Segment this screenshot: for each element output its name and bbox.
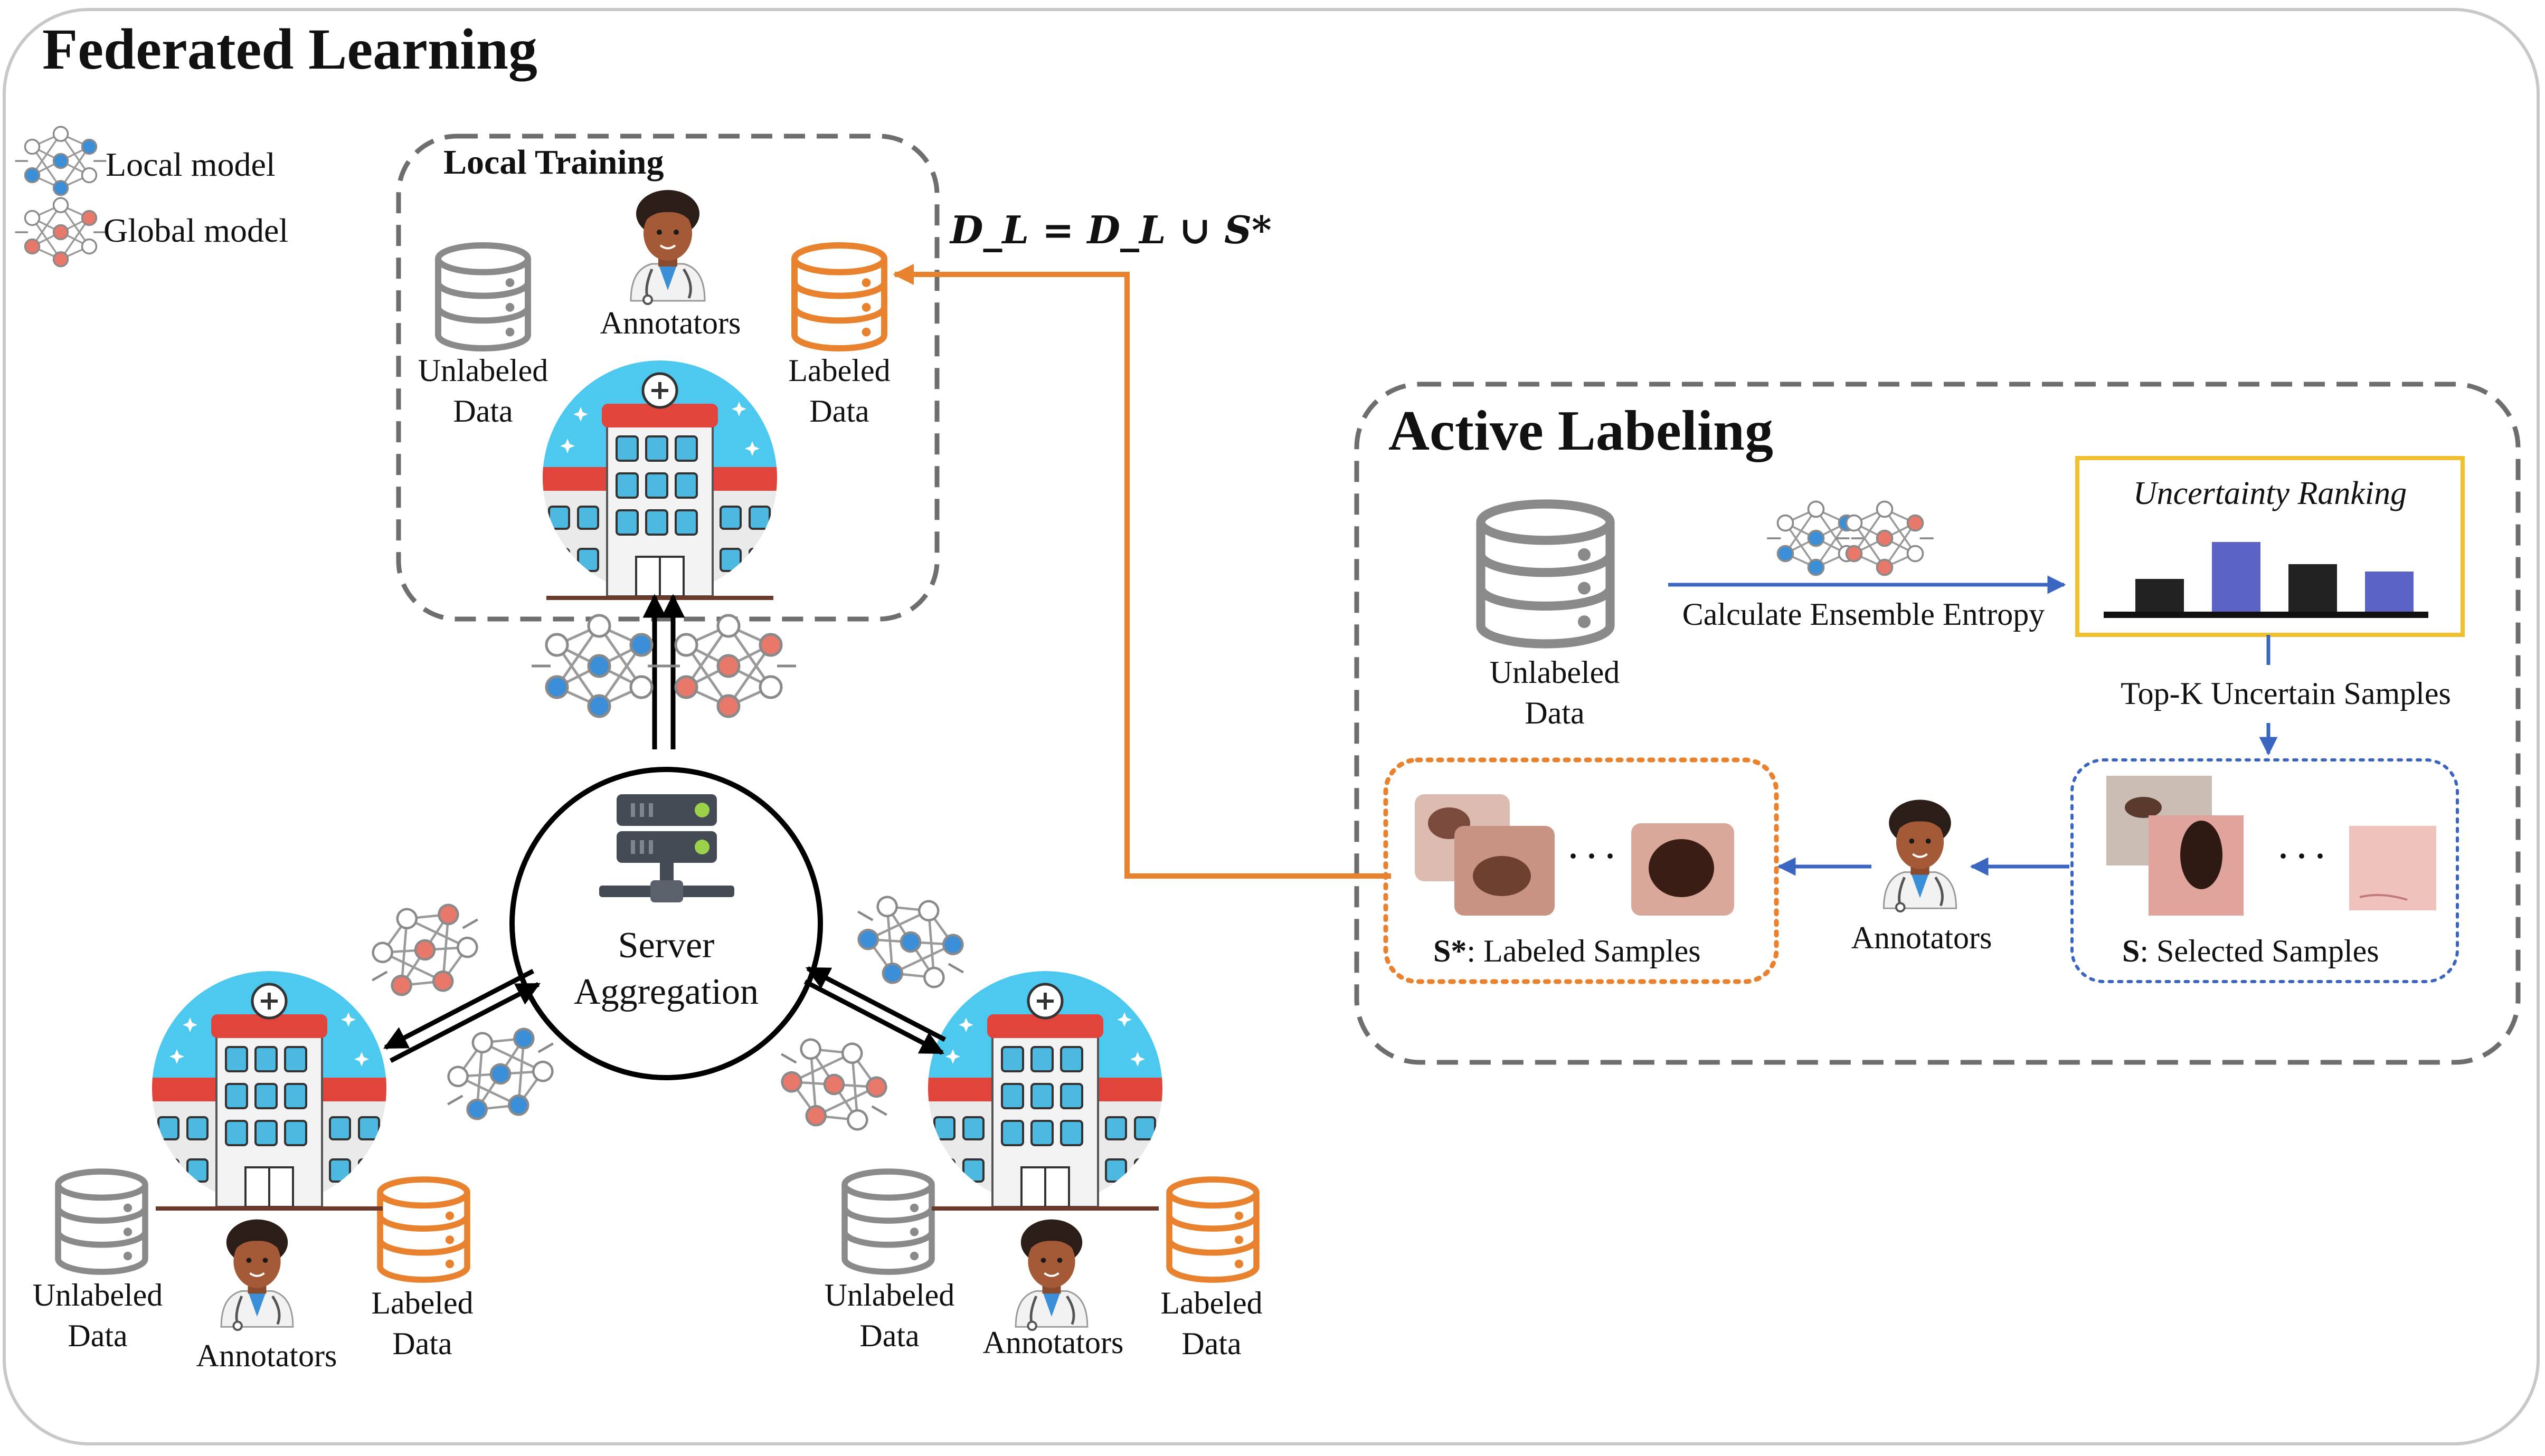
legend-global-model-label: Global model bbox=[103, 212, 289, 249]
active-labeling-unlabeled-label-1: Unlabeled bbox=[1489, 655, 1620, 690]
active-labeling-title: Active Labeling bbox=[1388, 399, 1773, 462]
labeled-data-database-icon bbox=[791, 242, 887, 351]
local-model-network-icon bbox=[1767, 500, 1865, 576]
selected-ellipsis: · · · bbox=[2277, 839, 2326, 873]
global-model-network-icon bbox=[661, 614, 796, 718]
global-model-network-icon bbox=[372, 903, 478, 996]
right-to-server-arrow bbox=[806, 966, 947, 1042]
selected-samples-text: : Selected Samples bbox=[2140, 934, 2379, 968]
legend-local-model-label: Local model bbox=[106, 146, 276, 183]
topk-label: Top-K Uncertain Samples bbox=[2121, 676, 2451, 711]
right-client-labeled-label-2: Data bbox=[1181, 1326, 1242, 1361]
labeled-samples-feedback-arrow bbox=[893, 264, 1391, 879]
unlabeled-data-database-icon bbox=[1476, 499, 1615, 649]
outer-frame bbox=[3, 8, 2540, 1445]
selected-samples-box bbox=[2070, 758, 2459, 983]
server-rack-icon bbox=[599, 794, 734, 902]
labeled-samples-box bbox=[1383, 757, 1779, 984]
uncertainty-ranking-title: Uncertainty Ranking bbox=[2133, 475, 2407, 511]
selected-sample-image bbox=[2349, 826, 2436, 910]
local-training-labeled-label-1: Labeled bbox=[788, 353, 891, 388]
local-training-labeled-label-2: Data bbox=[809, 394, 869, 429]
local-training-box bbox=[396, 134, 940, 622]
local-model-network-icon bbox=[857, 896, 964, 988]
right-client-unlabeled-label-2: Data bbox=[859, 1318, 920, 1353]
annotator-doctor-icon bbox=[220, 1219, 294, 1331]
left-client-unlabeled-label-2: Data bbox=[68, 1318, 128, 1353]
uncertainty-bar bbox=[2365, 572, 2414, 612]
labeled-ellipsis: · · · bbox=[1567, 839, 1616, 873]
federated-learning-title: Federated Learning bbox=[42, 17, 537, 81]
unlabeled-data-database-icon bbox=[55, 1168, 148, 1275]
labeled-sample-image bbox=[1631, 823, 1734, 916]
unlabeled-data-database-icon bbox=[841, 1168, 935, 1275]
unlabeled-data-database-icon bbox=[435, 242, 531, 351]
global-model-legend-icon bbox=[15, 197, 107, 268]
ensemble-entropy-label: Calculate Ensemble Entropy bbox=[1682, 597, 2045, 632]
hospital-icon bbox=[152, 971, 386, 1211]
active-labeling-unlabeled-label-2: Data bbox=[1525, 696, 1585, 730]
uncertainty-bar bbox=[2135, 579, 2184, 612]
right-client-unlabeled-label-1: Unlabeled bbox=[824, 1278, 955, 1312]
active-labeling-annotators-label: Annotators bbox=[1851, 920, 1992, 955]
server-to-left-arrow bbox=[383, 969, 535, 1050]
active-labeling-box bbox=[1354, 382, 2521, 1065]
server-label-line2: Aggregation bbox=[574, 972, 759, 1012]
uncertainty-bar bbox=[2288, 564, 2337, 612]
labeled-set-update-formula: D_L = D_L ∪ S* bbox=[950, 207, 1272, 252]
selected-samples-caption: S: Selected Samples bbox=[2122, 933, 2379, 969]
local-training-unlabeled-label-1: Unlabeled bbox=[418, 353, 548, 388]
labeled-samples-caption: S*: Labeled Samples bbox=[1433, 933, 1701, 969]
labeled-samples-text: : Labeled Samples bbox=[1467, 934, 1701, 968]
hospital-icon bbox=[928, 971, 1162, 1211]
local-training-title: Local Training bbox=[443, 143, 664, 182]
right-client-annotators-label: Annotators bbox=[982, 1325, 1124, 1360]
labeled-sample-image bbox=[1454, 826, 1555, 916]
right-client-labeled-label-1: Labeled bbox=[1160, 1286, 1263, 1320]
left-client-labeled-label-1: Labeled bbox=[371, 1286, 474, 1320]
global-model-network-icon bbox=[1836, 500, 1934, 576]
uncertainty-bars bbox=[2135, 542, 2414, 612]
local-training-annotators-label: Annotators bbox=[600, 306, 741, 340]
left-to-server-arrow bbox=[389, 982, 541, 1063]
local-model-network-icon bbox=[532, 614, 667, 718]
selected-sample-image bbox=[2149, 815, 2244, 916]
local-training-unlabeled-label-2: Data bbox=[453, 394, 513, 429]
labeled-samples-symbol: S* bbox=[1433, 934, 1467, 968]
annotator-doctor-icon bbox=[630, 190, 706, 305]
global-model-network-icon bbox=[781, 1038, 887, 1131]
local-model-legend-icon bbox=[15, 126, 107, 196]
labeled-data-database-icon bbox=[1166, 1176, 1260, 1283]
left-client-labeled-label-2: Data bbox=[392, 1326, 452, 1361]
labeled-data-database-icon bbox=[377, 1176, 470, 1283]
server-label-line1: Server bbox=[618, 925, 715, 966]
selected-samples-symbol: S bbox=[2122, 934, 2140, 968]
uncertainty-bar bbox=[2212, 542, 2260, 612]
server-to-right-arrow bbox=[803, 979, 944, 1055]
annotator-doctor-icon bbox=[1882, 800, 1957, 913]
left-client-unlabeled-label-1: Unlabeled bbox=[32, 1278, 163, 1312]
left-client-annotators-label: Annotators bbox=[196, 1338, 337, 1373]
hospital-icon bbox=[543, 360, 777, 600]
annotator-doctor-icon bbox=[1015, 1219, 1089, 1331]
server-aggregation-circle bbox=[509, 767, 823, 1080]
local-model-network-icon bbox=[447, 1027, 554, 1120]
